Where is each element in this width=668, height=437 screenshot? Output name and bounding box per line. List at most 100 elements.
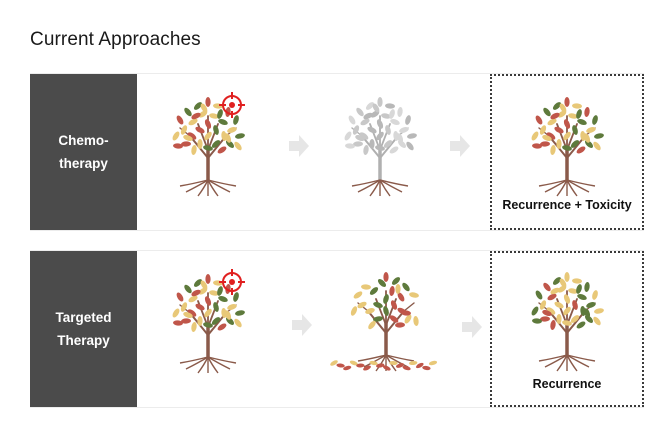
tree-leaf <box>586 302 596 308</box>
tree-leaf <box>389 146 399 154</box>
tree-leaf <box>542 309 552 317</box>
tree-leaf <box>383 272 389 282</box>
tree-leaf <box>234 141 242 151</box>
outcome-box: Recurrence + Toxicity <box>490 74 644 230</box>
tree-root <box>566 354 596 362</box>
tree-leaf <box>195 303 205 311</box>
tree-leaf <box>205 97 211 107</box>
tree-leaf <box>180 302 188 312</box>
tree-leaf <box>568 113 578 119</box>
tree-leaf <box>376 131 384 141</box>
tree-leaf <box>572 103 582 109</box>
tree-leaf <box>184 284 192 294</box>
tree-leaf <box>368 320 376 330</box>
page-title: Current Approaches <box>30 29 201 50</box>
fallen-leaves <box>330 360 438 371</box>
tree-leaf <box>377 97 383 107</box>
arrow-right-icon <box>292 314 312 336</box>
tree-root <box>566 179 596 187</box>
tree-leaf <box>365 102 375 110</box>
tree-leaf <box>546 307 556 315</box>
tree-leaf <box>191 289 201 297</box>
tree-leaf <box>550 112 560 120</box>
tree-root <box>385 354 415 362</box>
tree-leaf <box>369 139 375 149</box>
tree-leaf <box>576 321 586 329</box>
tree-leaf <box>531 306 539 316</box>
tree-root <box>207 179 237 187</box>
tree-leaf <box>218 119 228 125</box>
tree-root <box>207 356 237 364</box>
tree-leaf <box>584 107 590 117</box>
tree-leaf <box>570 315 580 323</box>
tree-leaf <box>580 306 586 316</box>
tree-leaf <box>363 112 373 120</box>
tree-leaf <box>197 139 203 149</box>
arrow-right-icon <box>462 316 482 338</box>
arrow-right-icon <box>450 135 470 157</box>
tree-leaf <box>562 320 572 326</box>
tree-leaf <box>390 300 398 310</box>
tree-leaf <box>227 127 237 133</box>
tree-leaf <box>552 102 562 110</box>
tree-leaf <box>204 296 212 306</box>
fallen-leaf <box>376 363 385 368</box>
tree-leaf <box>183 134 193 142</box>
fallen-leaf <box>330 360 338 366</box>
tree-leaf <box>367 126 377 134</box>
tumor-tree-targeted <box>172 274 245 374</box>
tree-leaf <box>568 288 578 294</box>
tree-leaf <box>576 146 586 154</box>
tree-leaf <box>594 308 604 314</box>
tree-leaf <box>195 126 205 134</box>
tree-leaf <box>191 112 201 120</box>
tree-leaf <box>363 145 369 155</box>
tree-leaf <box>221 131 227 141</box>
tree-leaf <box>176 115 184 125</box>
tree-leaf <box>385 125 391 135</box>
tree-leaf <box>584 282 590 292</box>
tree-leaf <box>360 118 370 126</box>
tree-leaf <box>211 317 221 325</box>
tree-leaf <box>413 316 419 326</box>
tree-leaf <box>576 109 582 119</box>
tree-leaf <box>372 103 380 113</box>
tree-leaf <box>235 310 245 316</box>
tree-leaf <box>391 277 401 285</box>
tree-leaf <box>204 119 212 129</box>
tree-leaf <box>385 103 395 109</box>
tree-leaf <box>586 127 596 133</box>
tree-leaf <box>404 314 412 324</box>
targeted-therapy-label: Targeted Therapy <box>30 251 137 407</box>
tree-leaf <box>193 279 203 287</box>
fallen-leaf <box>402 365 411 371</box>
tree-leaf <box>383 294 389 304</box>
tree-withered-gray <box>344 97 417 197</box>
tree-leaf <box>543 282 551 292</box>
crosshair-icon <box>219 92 245 118</box>
tree-leaf <box>200 103 208 113</box>
tree-leaf <box>563 306 571 316</box>
tree-leaf <box>373 302 383 308</box>
tree-leaf <box>542 134 552 142</box>
tree-leaf <box>375 145 385 151</box>
tree-leaf <box>594 133 604 139</box>
tree-leaf <box>559 278 567 288</box>
tree-leaf <box>409 292 419 298</box>
tree-leaf <box>539 125 547 135</box>
tree-leaf <box>539 300 547 310</box>
tree-root <box>357 354 387 362</box>
tree-leaf <box>570 140 580 148</box>
tree-leaf <box>593 316 601 326</box>
tree-leaf <box>188 118 198 126</box>
tree-leaf <box>546 132 556 140</box>
tree-leaf <box>532 318 542 324</box>
outcome-label: Recurrence + Toxicity <box>502 198 632 212</box>
tree-leaf <box>401 310 411 316</box>
tree-leaf <box>217 286 223 296</box>
tree-leaf <box>235 133 245 139</box>
tree-leaf <box>353 291 363 299</box>
tree-leaf <box>356 107 364 117</box>
tree-leaf <box>383 306 389 316</box>
tree-leaf <box>577 294 587 300</box>
